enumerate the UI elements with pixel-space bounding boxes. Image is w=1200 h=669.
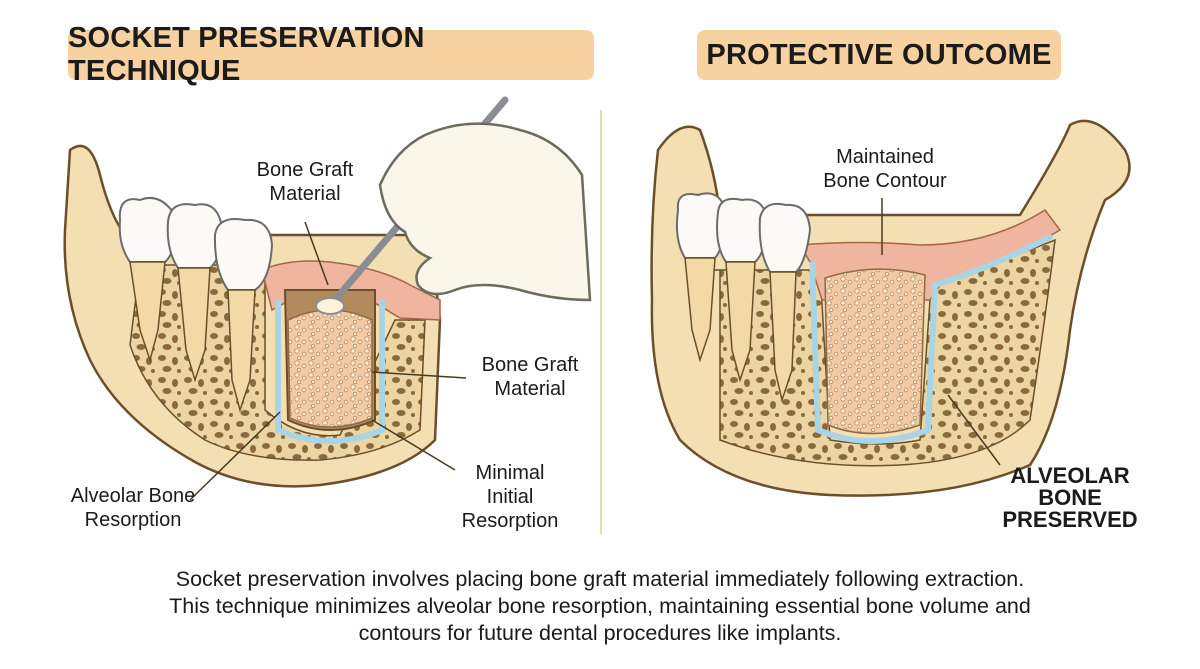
caption-line: contours for future dental procedures li… — [358, 621, 842, 645]
label-maintained-contour: Maintained Bone Contour — [823, 146, 947, 192]
right-panel-title: PROTECTIVE OUTCOME — [697, 30, 1061, 80]
caption: Socket preservation involves placing bon… — [60, 566, 1140, 647]
label-alveolar-resorption: Alveolar Bone Resorption — [70, 485, 196, 531]
caption-line: This technique minimizes alveolar bone r… — [169, 594, 1031, 618]
left-jaw — [63, 96, 592, 501]
label-bone-preserved: ALVEOLAR BONE PRESERVED — [1002, 463, 1138, 532]
label-minimal-resorption: Minimal Initial Resorption — [461, 462, 559, 532]
panel-divider — [600, 110, 602, 534]
label-graft-right: Bone Graft Material — [481, 354, 579, 400]
right-jaw — [650, 119, 1131, 497]
caption-line: Socket preservation involves placing bon… — [175, 567, 1025, 591]
label-graft-top: Bone Graft Material — [256, 159, 354, 205]
